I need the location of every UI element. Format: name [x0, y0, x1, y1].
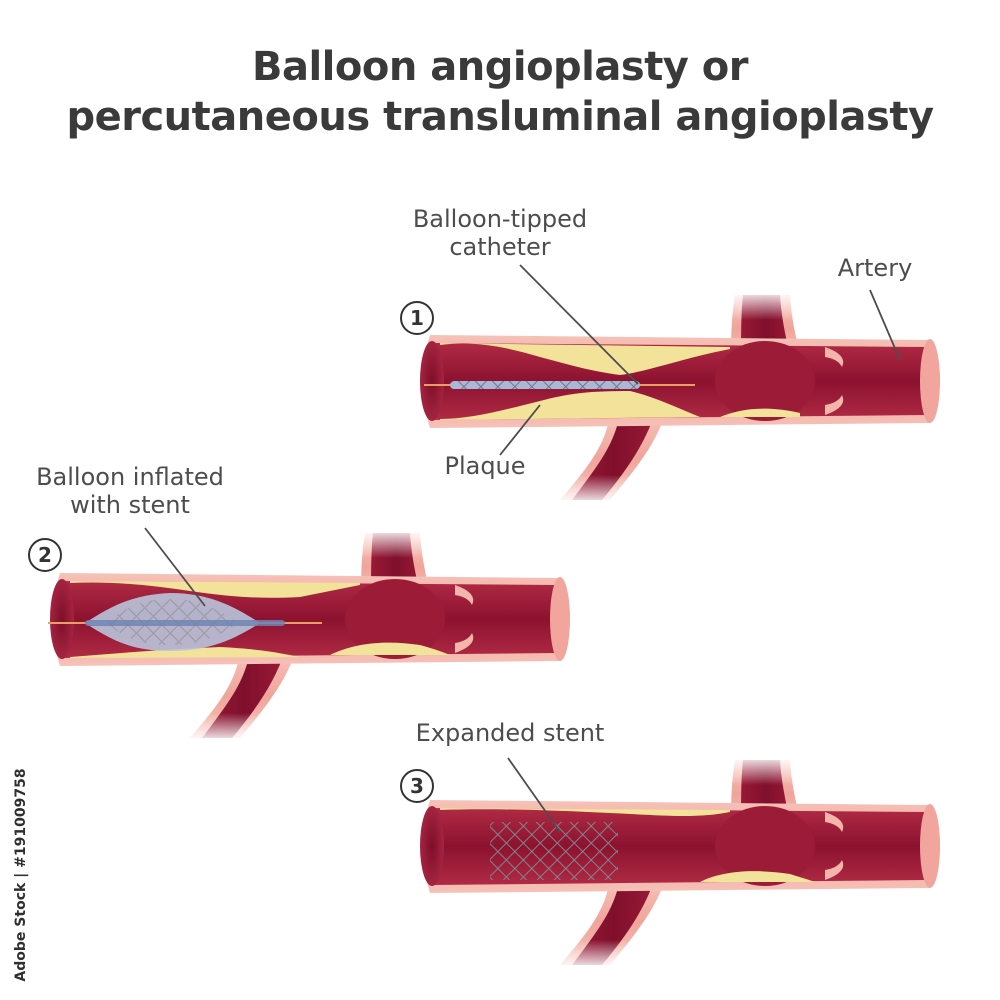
step-1-badge: 1: [400, 301, 434, 335]
label-balloon-inflated: Balloon inflated with stent: [15, 463, 245, 519]
title-line-2: percutaneous transluminal angioplasty: [66, 94, 934, 140]
label-expanded-stent: Expanded stent: [415, 719, 605, 747]
step-3-badge: 3: [400, 769, 434, 803]
leader-artery: [869, 289, 901, 361]
plaque-bottom-right-1: [720, 408, 800, 417]
label-catheter-line-2: catheter: [449, 233, 551, 261]
catheter-shaft-2: [85, 620, 285, 626]
plaque-bottom-2: [70, 647, 300, 658]
plaque-top-3: [440, 808, 730, 816]
label-balloon-tipped-catheter: Balloon-tipped catheter: [380, 205, 620, 261]
vessel-panel-2: [48, 528, 570, 743]
plaque-top-1: [440, 343, 730, 375]
stock-credit-text: Adobe Stock | #191009758: [13, 768, 29, 982]
plaque-bottom-3: [700, 871, 815, 882]
vessel-panel-3: [420, 755, 940, 970]
leader-catheter: [519, 264, 639, 385]
leader-plaque: [499, 404, 541, 456]
plaque-top-2: [70, 581, 360, 598]
label-plaque: Plaque: [444, 452, 526, 480]
label-inflated-line-1: Balloon inflated: [36, 463, 224, 491]
title-line-1: Balloon angioplasty or: [251, 44, 749, 90]
label-catheter-line-1: Balloon-tipped: [412, 205, 588, 233]
label-artery: Artery: [837, 254, 913, 282]
plaque-bottom-1: [440, 391, 700, 420]
plaque-bottom-right-2: [330, 642, 450, 655]
leader-expanded: [507, 757, 561, 833]
leader-inflated: [144, 527, 206, 607]
vessel-panel-1: [420, 290, 940, 505]
step-2-badge: 2: [28, 538, 62, 572]
page-title: Balloon angioplasty or percutaneous tran…: [0, 42, 1000, 142]
label-inflated-line-2: with stent: [70, 491, 190, 519]
stock-credit: Adobe Stock | #191009758: [8, 765, 34, 985]
